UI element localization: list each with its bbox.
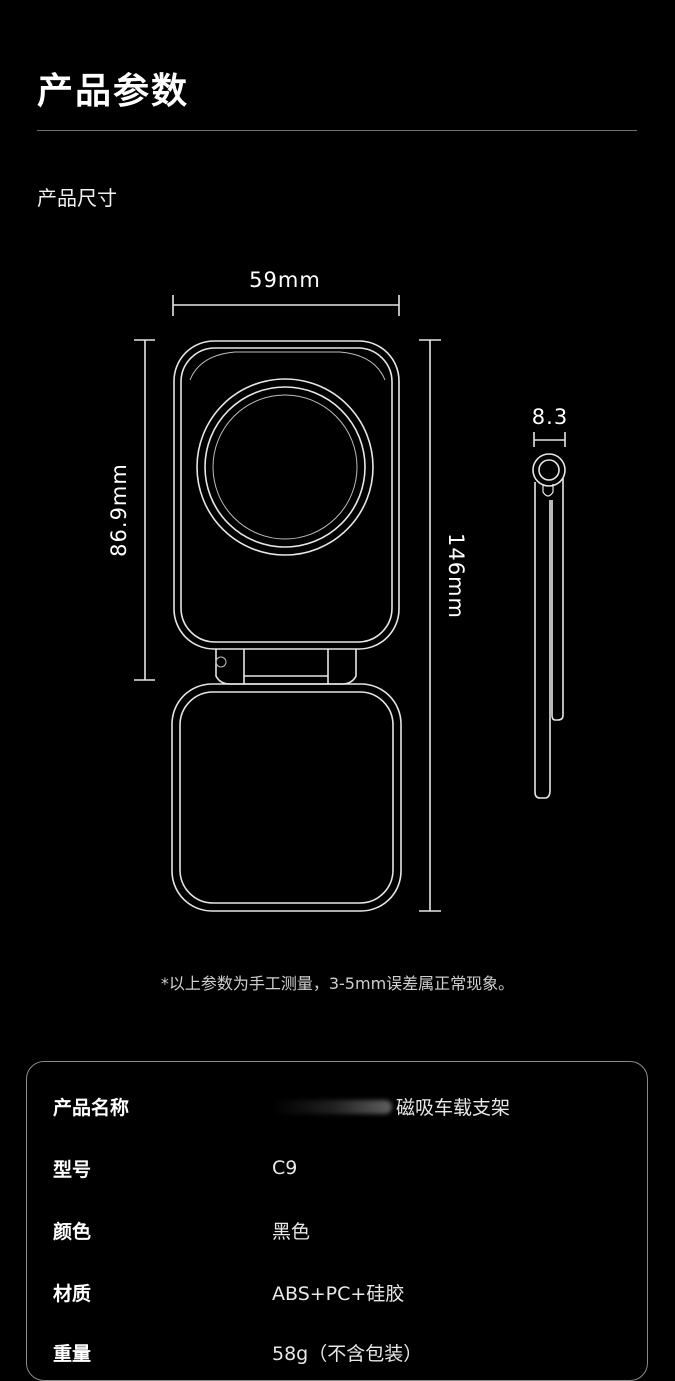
- side-profile-outline: [532, 453, 566, 799]
- product-dimension-diagram: 59mm 86.9mm 146mm 8.3: [107, 268, 568, 912]
- spec-row-weight: 重量 58g（不含包装）: [53, 1337, 422, 1367]
- spec-key: 型号: [53, 1158, 92, 1181]
- section-label: 产品尺寸: [37, 186, 117, 210]
- thickness-dimension-line: [533, 432, 566, 447]
- measurement-note: *以上参数为手工测量，3-5mm误差属正常现象。: [160, 974, 515, 993]
- spec-row-name: 产品名称 磁吸车载支架: [53, 1091, 510, 1121]
- spec-row-model: 型号 C9: [53, 1153, 297, 1183]
- spec-key: 重量: [53, 1342, 92, 1365]
- total-height-dimension-line: [419, 339, 441, 912]
- spec-value: 58g（不含包装）: [272, 1342, 423, 1365]
- top-height-label: 86.9mm: [107, 463, 131, 557]
- spec-value: ABS+PC+硅胶: [272, 1282, 405, 1305]
- spec-table: 产品名称 磁吸车载支架 型号 C9 颜色 黑色 材质 ABS+PC+硅胶 重量 …: [26, 1061, 648, 1381]
- total-height-label: 146mm: [444, 533, 468, 619]
- bottom-panel-outline: [171, 683, 402, 912]
- magnetic-ring: [196, 378, 374, 556]
- top-panel-outline: [173, 340, 400, 650]
- width-dimension-line: [172, 295, 400, 316]
- spec-value: 磁吸车载支架: [272, 1093, 510, 1120]
- page-title: 产品参数: [37, 71, 190, 112]
- top-height-dimension-line: [134, 339, 155, 681]
- spec-value: 黑色: [272, 1220, 311, 1243]
- title-divider: [37, 130, 637, 131]
- width-label: 59mm: [249, 268, 321, 292]
- spec-key: 颜色: [53, 1220, 92, 1243]
- blurred-brand-mark: [272, 1099, 392, 1114]
- spec-row-color: 颜色 黑色: [53, 1215, 310, 1245]
- spec-key: 材质: [53, 1282, 92, 1305]
- hinge: [215, 649, 357, 685]
- spec-row-material: 材质 ABS+PC+硅胶: [53, 1277, 404, 1307]
- thickness-label: 8.3: [532, 405, 568, 429]
- spec-key: 产品名称: [53, 1096, 130, 1119]
- spec-value: C9: [272, 1157, 298, 1179]
